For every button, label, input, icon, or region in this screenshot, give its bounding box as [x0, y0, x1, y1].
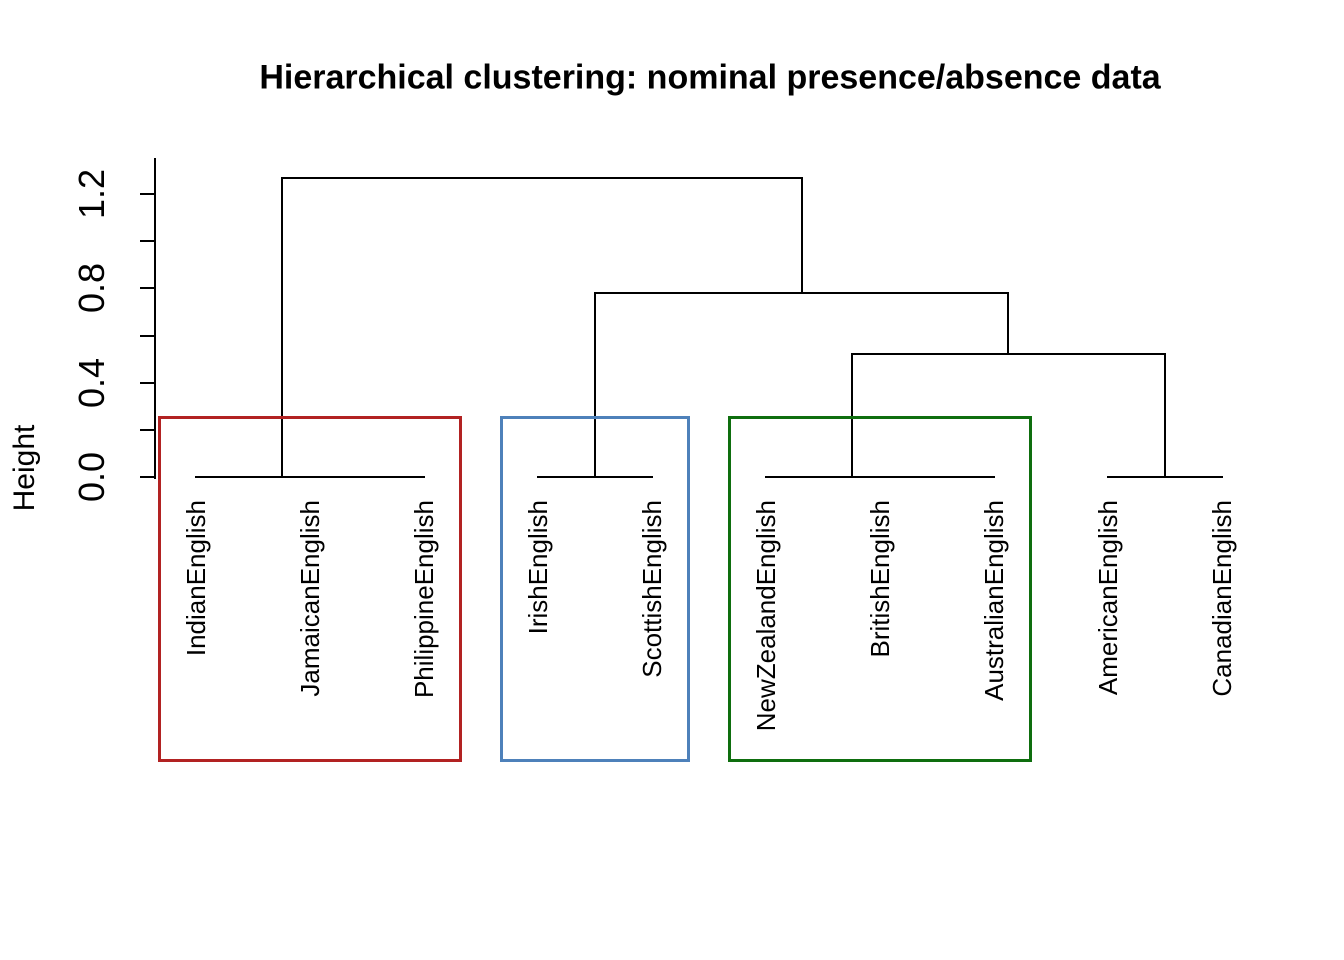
y-axis-tick: [140, 287, 156, 290]
y-axis-tick-label: 1.2: [71, 169, 112, 220]
cluster-box-1: [158, 416, 462, 762]
dendrogram-segment: [1164, 353, 1166, 478]
cluster-box-3: [728, 416, 1032, 762]
leaf-label: CanadianEnglish: [1207, 500, 1237, 697]
leaf-label-text: AmericanEnglish: [1093, 500, 1123, 696]
y-axis-tick: [140, 381, 156, 384]
cluster-box-2: [500, 416, 690, 762]
dendrogram-segment: [850, 353, 1166, 356]
dendrogram-segment: [594, 292, 1010, 295]
y-axis-tick: [140, 193, 156, 196]
dendrogram-segment: [879, 476, 995, 478]
dendrogram-segment: [765, 476, 938, 478]
y-axis-tick: [140, 428, 156, 431]
y-axis-line: [154, 158, 156, 479]
dendrogram-segment: [1007, 292, 1010, 356]
y-axis-tick: [140, 334, 156, 337]
y-axis-tick-label: 0.8: [71, 263, 112, 314]
dendrogram-segment: [850, 353, 853, 478]
chart-title: Hierarchical clustering: nominal presenc…: [259, 58, 1161, 97]
y-axis-tick: [140, 240, 156, 243]
dendrogram-segment: [280, 176, 803, 179]
y-axis-tick-label: 0.0: [71, 451, 112, 503]
dendrogram-segment: [1107, 476, 1223, 478]
dendrogram-segment: [195, 476, 368, 478]
leaf-label-text: CanadianEnglish: [1207, 500, 1237, 697]
y-axis-tick: [140, 476, 156, 478]
dendrogram-segment: [800, 176, 803, 295]
y-axis-tick-label: 0.4: [71, 357, 112, 408]
dendrogram-segment: [309, 476, 425, 478]
dendrogram-segment: [280, 176, 283, 478]
y-axis-title: Height: [8, 424, 41, 512]
dendrogram-segment: [537, 476, 653, 478]
leaf-label: AmericanEnglish: [1093, 500, 1123, 695]
dendrogram-segment: [594, 292, 596, 478]
